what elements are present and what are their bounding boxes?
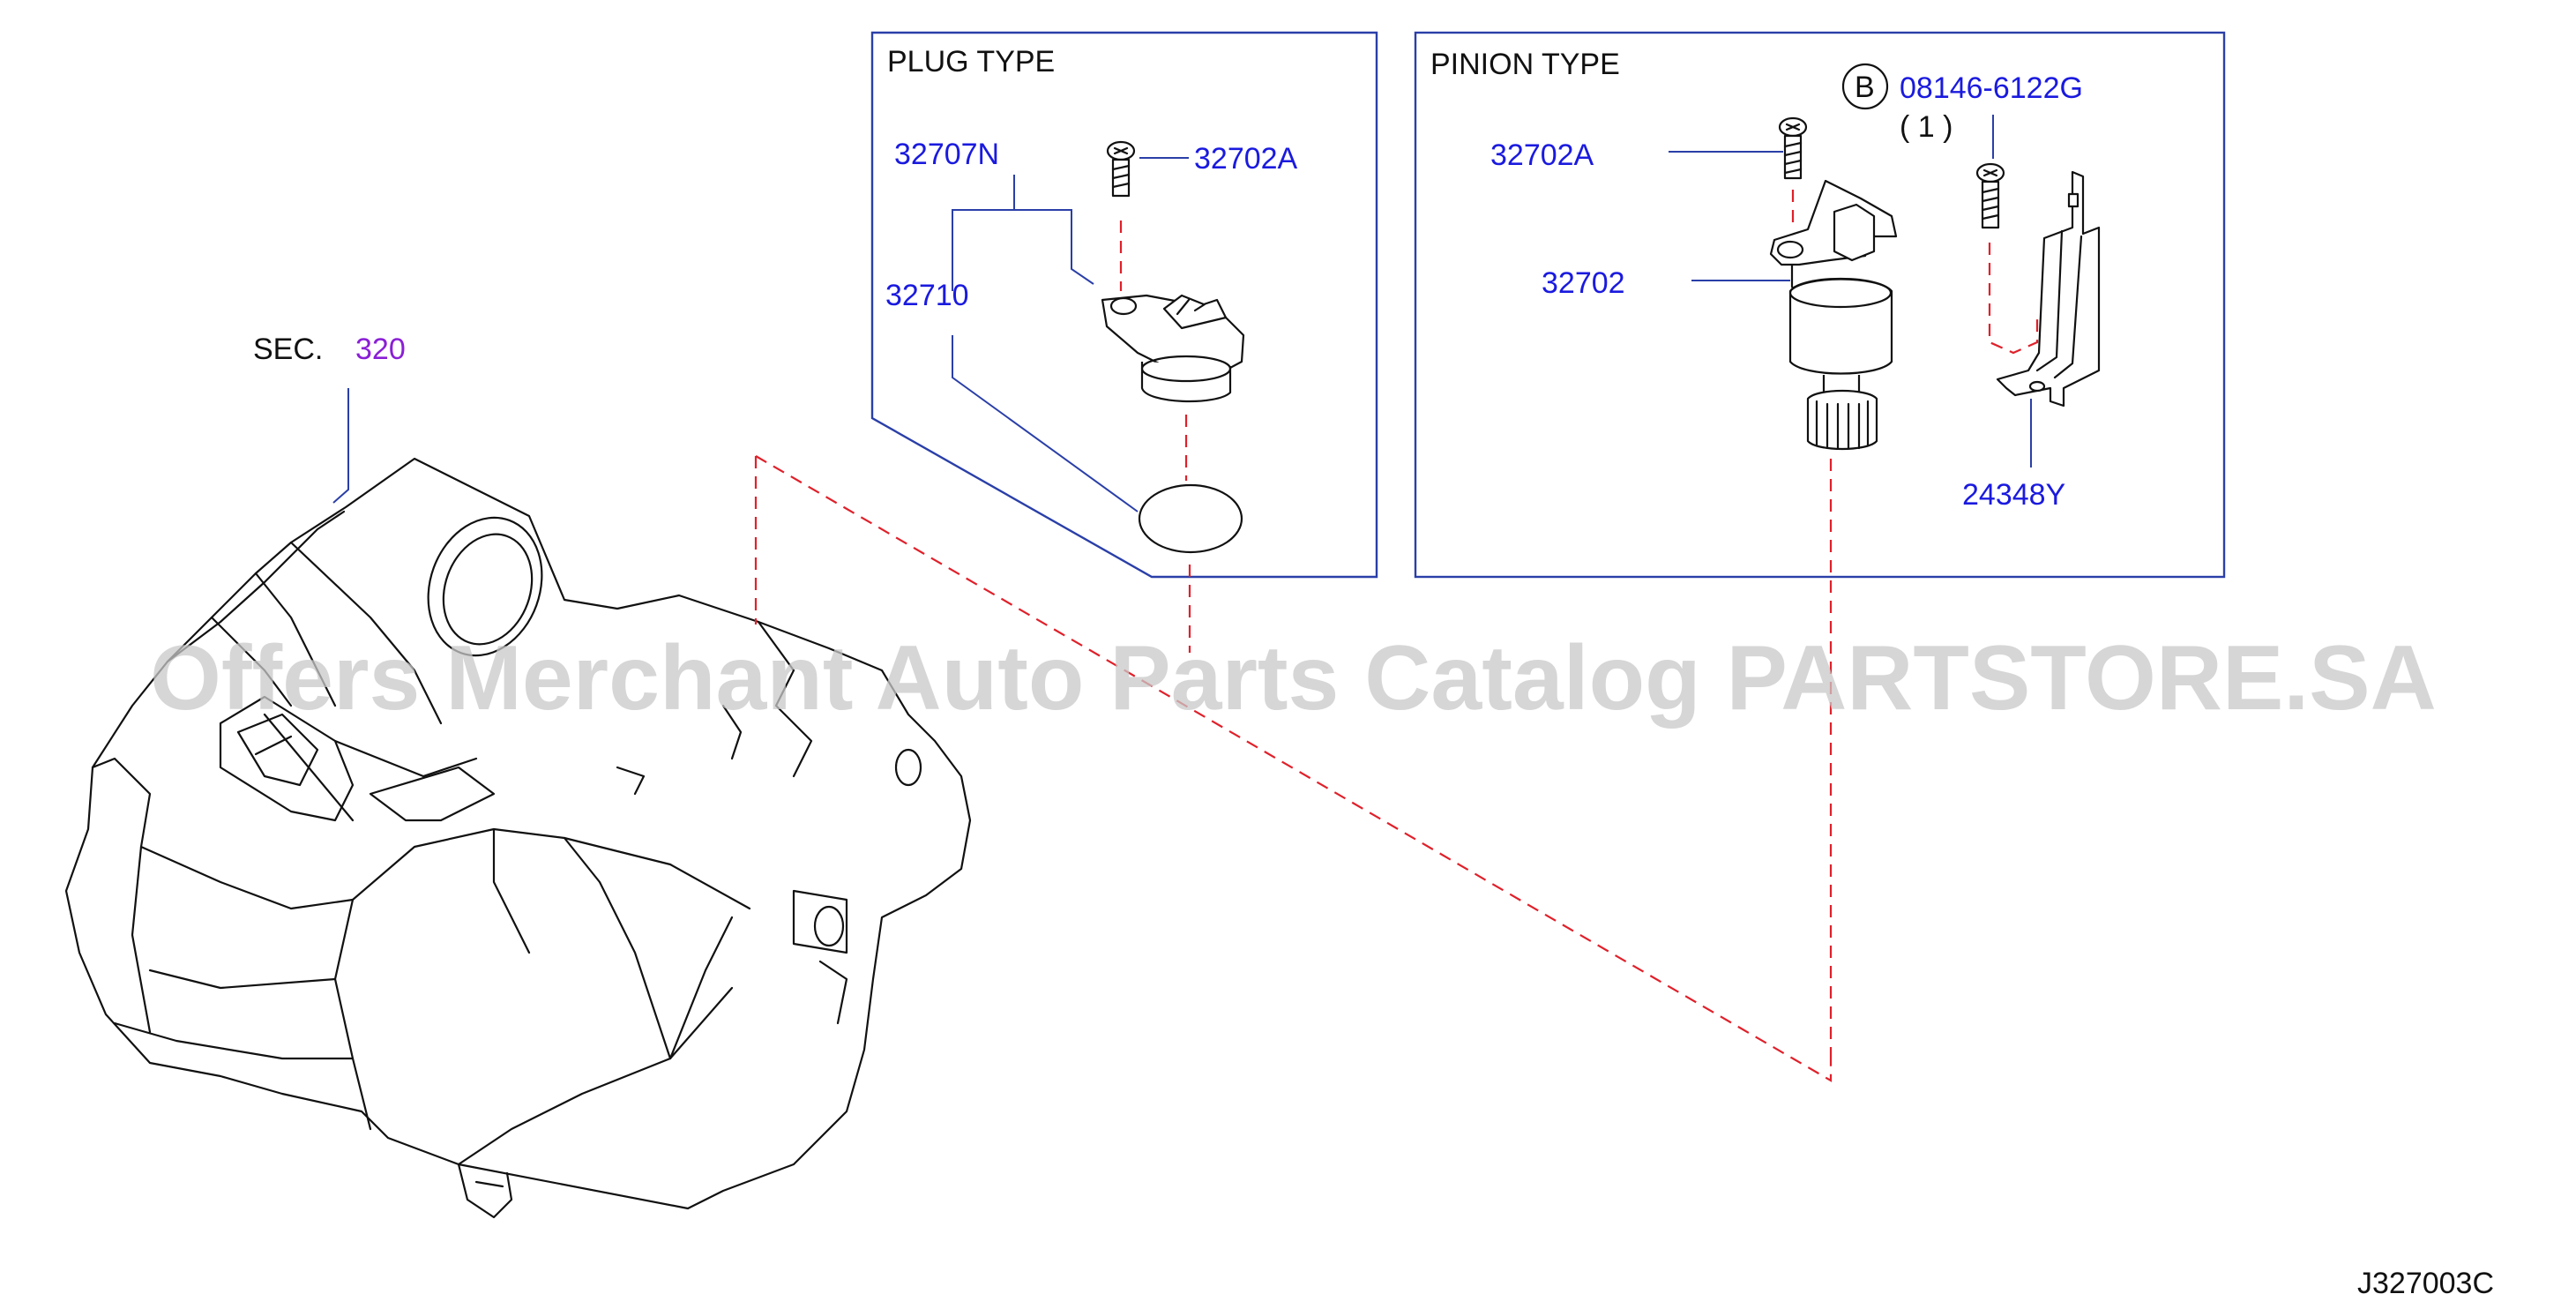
watermark-text: Offers Merchant Auto Parts Catalog PARTS… (150, 627, 2437, 729)
part-32707N-link[interactable]: 32707N (894, 138, 999, 171)
sec-number-link[interactable]: 320 (355, 333, 406, 366)
part-32702A-plug-link[interactable]: 32702A (1194, 142, 1298, 176)
part-32702A-pinion-link[interactable]: 32702A (1490, 138, 1594, 172)
bracket-icon (1996, 170, 2101, 408)
part-32702-link[interactable]: 32702 (1542, 266, 1625, 300)
part-08146-6122G-link[interactable]: 08146-6122G (1900, 71, 2083, 105)
quantity-label: ( 1 ) (1900, 110, 1953, 144)
b-badge-label: B (1855, 71, 1875, 104)
plug-type-frame (870, 31, 1378, 579)
plug-type-parts (952, 140, 1245, 653)
pinion-type-parts (1669, 115, 2101, 1058)
b-badge-icon (1841, 63, 1889, 110)
pinion-type-frame (1414, 31, 2226, 579)
speed-sensor-pinion-icon (1769, 179, 1898, 451)
bolt-icon (1106, 140, 1136, 198)
transmission-drawing (64, 457, 972, 1219)
sec-label: SEC. (253, 333, 323, 366)
bolt-icon (1975, 162, 2005, 229)
speed-sensor-plug-icon (1101, 294, 1245, 403)
bolt-icon (1778, 116, 1808, 180)
pinion-type-title: PINION TYPE (1430, 48, 1620, 81)
plug-type-title: PLUG TYPE (887, 45, 1055, 79)
part-32710-link[interactable]: 32710 (885, 279, 969, 312)
o-ring-icon (1138, 483, 1243, 554)
diagram-code: J327003C (2357, 1267, 2494, 1300)
assembly-dashed-line (755, 455, 1833, 1082)
part-24348Y-link[interactable]: 24348Y (1962, 478, 2065, 512)
